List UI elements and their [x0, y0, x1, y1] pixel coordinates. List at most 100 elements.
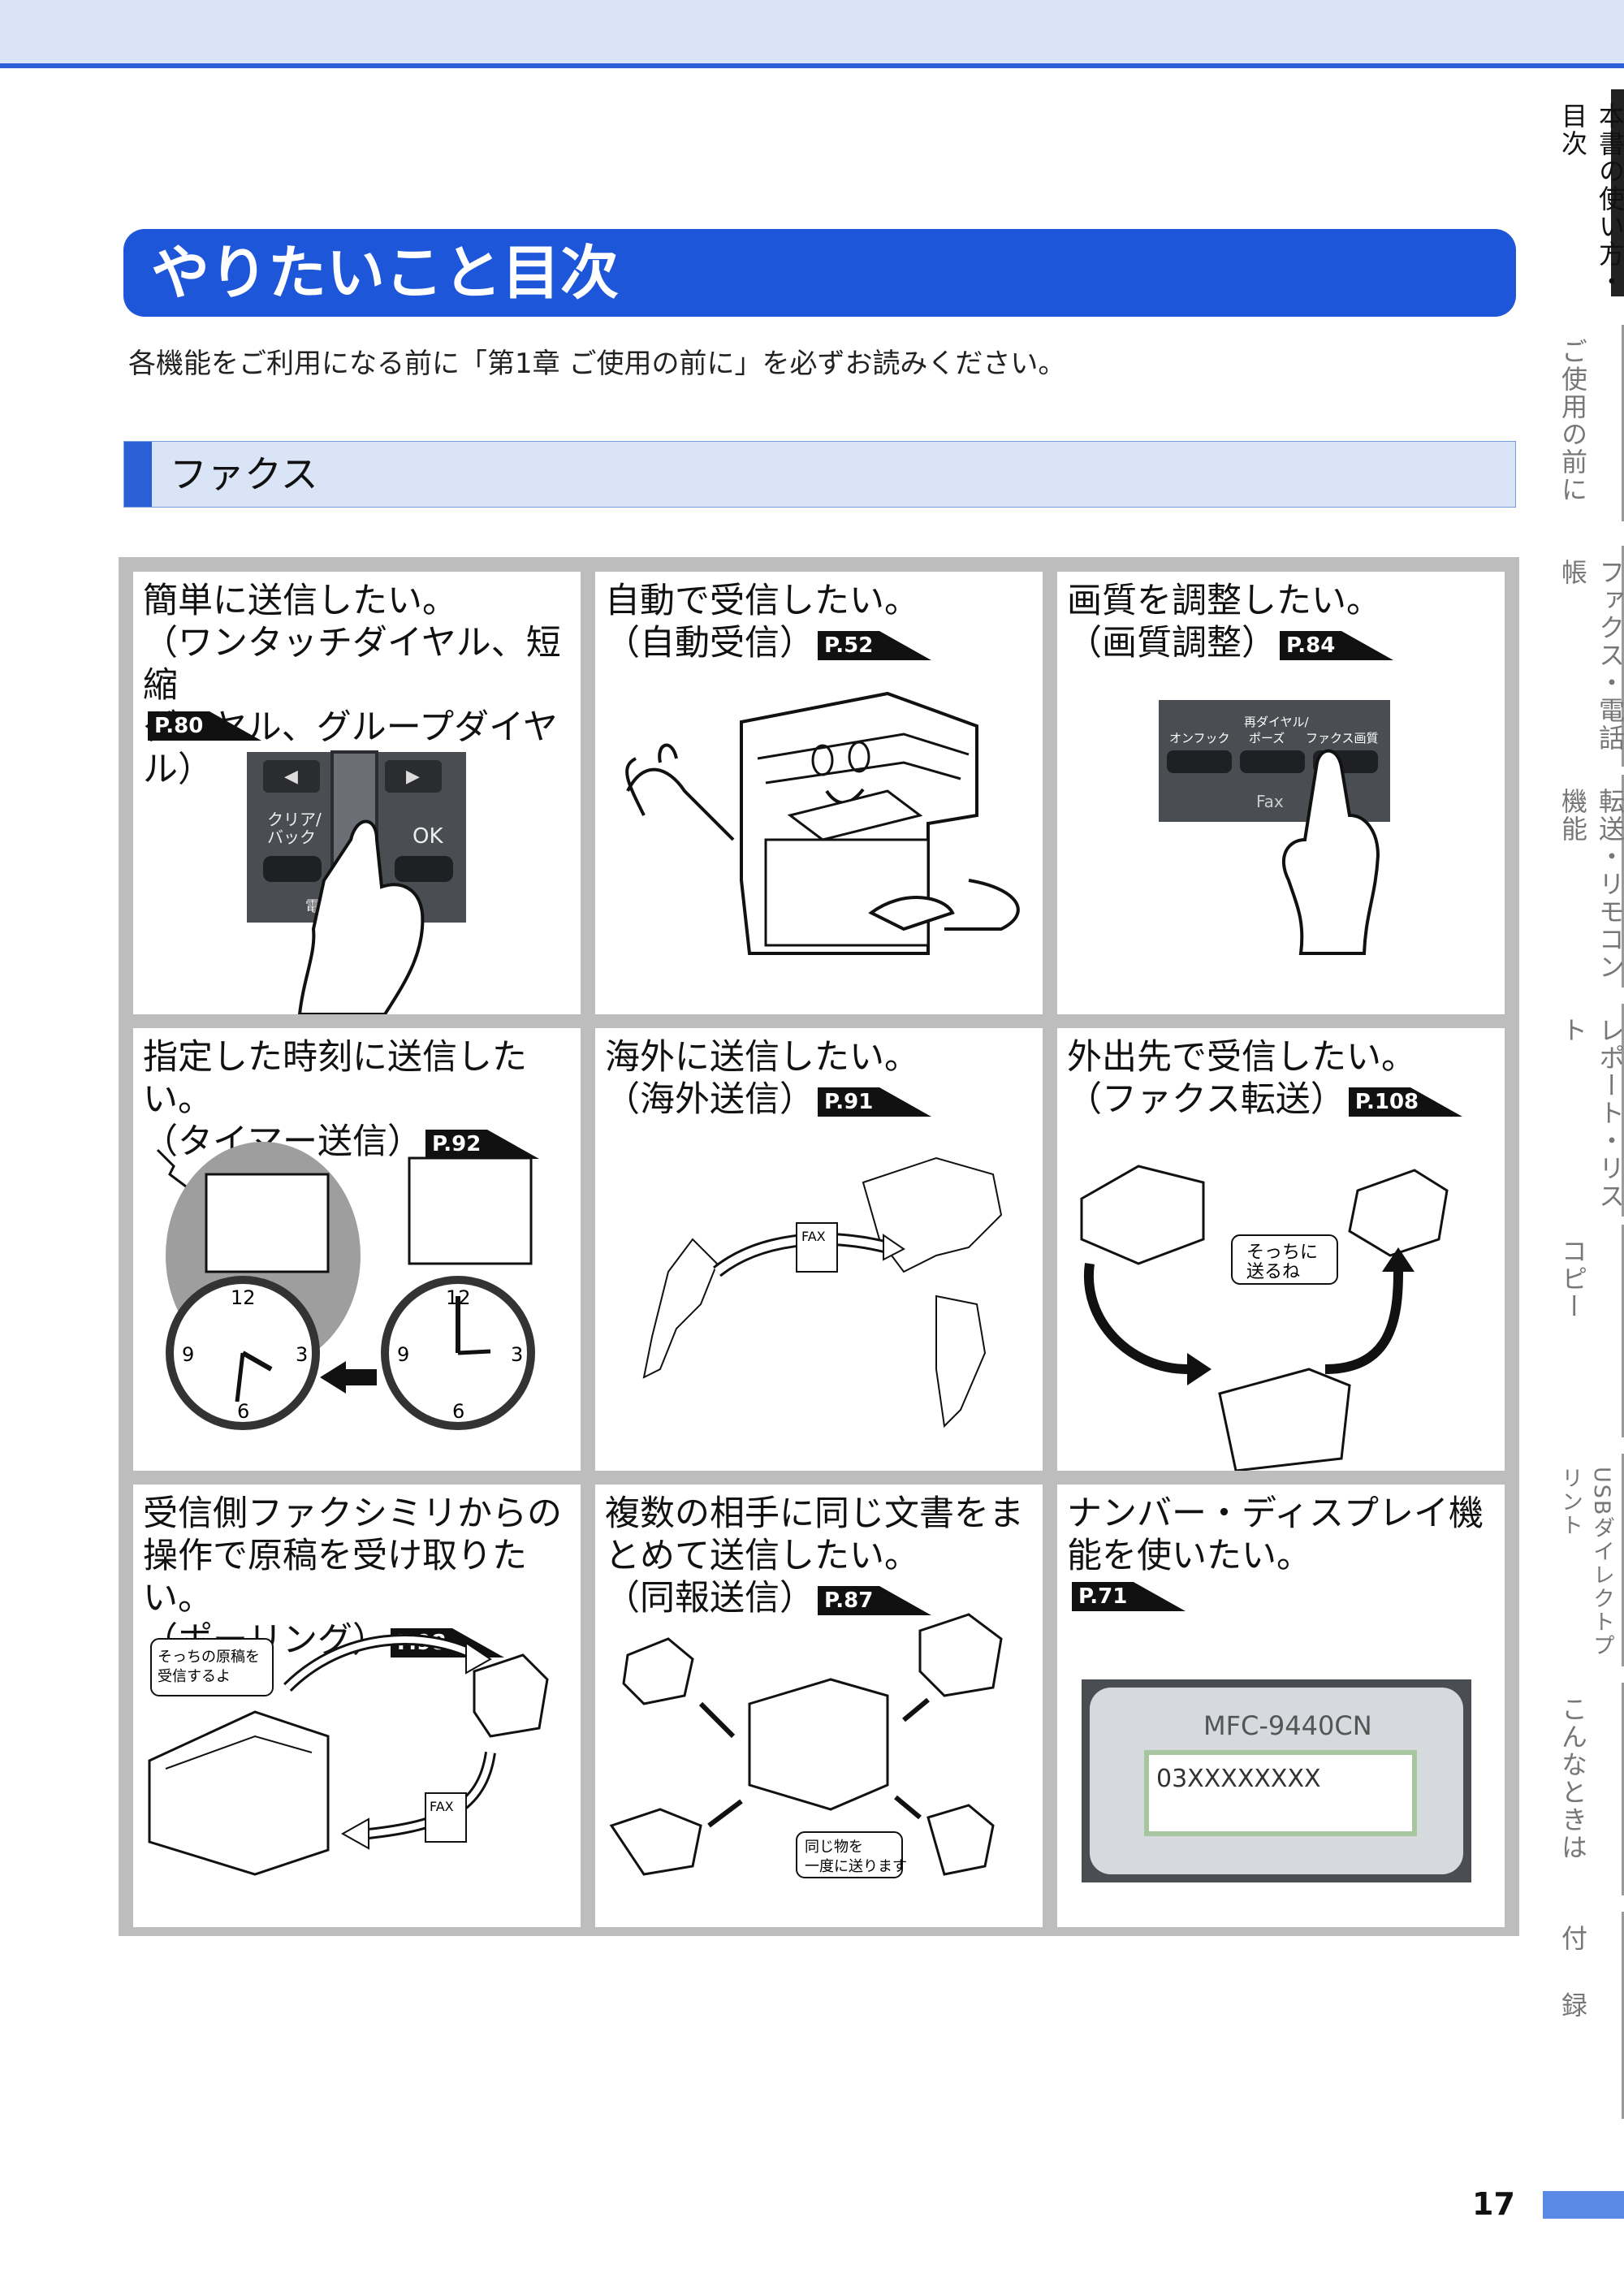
card-heading-line: 簡単に送信したい。	[143, 581, 457, 621]
page-reference-label: P.92	[432, 1131, 482, 1156]
page-number-bar	[1543, 2191, 1624, 2219]
page-title: やりたいこと目次	[123, 229, 1516, 317]
tab-reports-lists[interactable]: レポート・リスト	[1543, 1004, 1624, 1217]
feature-card-image-quality[interactable]: 画質を調整したい。 （画質調整）P.84 再ダイヤル/ オンフック ポーズ ファ…	[1057, 572, 1505, 1014]
clear-back-label-1: クリア/	[267, 810, 322, 829]
card-heading-line: （ファクス転送） P.108	[1067, 1078, 1501, 1121]
lcd-caller-number: 03XXXXXXXX	[1156, 1765, 1321, 1793]
card-heading-line: （画質調整）	[1067, 623, 1276, 663]
section-header: ファクス	[123, 441, 1516, 508]
card-heading-line: 複数の相手に同じ文書をま	[605, 1493, 1024, 1534]
tab-usb-direct-print[interactable]: USBダイレクトプリント	[1543, 1454, 1624, 1666]
page-reference-label: P.84	[1286, 633, 1336, 658]
card-heading-line: 海外に送信したい。	[605, 1037, 919, 1078]
section-title: ファクス	[170, 452, 318, 496]
control-panel-illustration: ◀ ▶ クリア/ バック OK 電話帳	[247, 750, 466, 1014]
page-reference-label: P.87	[824, 1588, 874, 1613]
feature-card-number-display[interactable]: ナンバー・ディスプレイ機 能を使いたい。 P.71 MFC-9440CN 03X…	[1057, 1485, 1505, 1927]
lcd-display-illustration: MFC-9440CN 03XXXXXXXX	[1082, 1679, 1471, 1882]
intro-text: 各機能をご利用になる前に「第1章 ご使用の前に」を必ずお読みください。	[128, 348, 1066, 380]
feature-card-auto-receive[interactable]: 自動で受信したい。 （自動受信） P.52	[595, 572, 1043, 1014]
page-reference-label: P.71	[1078, 1584, 1128, 1609]
mfc-printer-character-illustration	[625, 691, 1020, 955]
feature-card-speed-dial[interactable]: 簡単に送信したい。 （ワンタッチダイヤル、短縮 ダイヤル、グループダイヤル） P…	[133, 572, 581, 1014]
tab-label: USBダイレクトプリント	[1557, 1467, 1614, 1658]
page-reference-link[interactable]: P.52	[818, 630, 931, 660]
clock-numeral: 3	[511, 1343, 523, 1366]
tab-appendix[interactable]: 付 録	[1543, 1912, 1624, 2119]
tab-troubleshooting[interactable]: こんなときは	[1543, 1683, 1624, 1895]
tab-transfer-remote[interactable]: 転送・リモコン機能	[1543, 775, 1624, 988]
speech-bubble-text: 送るね	[1246, 1262, 1300, 1282]
speech-bubble-text: そっちに	[1246, 1243, 1318, 1263]
feature-card-fax-forward[interactable]: 外出先で受信したい。 （ファクス転送） P.108 そっちに 送るね	[1057, 1028, 1505, 1471]
card-heading-line: 自動で受信したい。	[605, 581, 919, 621]
page-reference-link[interactable]: P.84	[1280, 630, 1393, 660]
section-accent	[124, 442, 152, 507]
tab-copy[interactable]: コピー	[1543, 1225, 1624, 1437]
card-heading-line: （同報送信）P.87	[605, 1577, 1039, 1619]
fax-quality-label: ファクス画質	[1306, 731, 1379, 746]
tab-label: 転送・リモコン機能	[1557, 788, 1624, 981]
page-reference-link[interactable]: P.91	[818, 1087, 931, 1117]
card-heading-line: ナンバー・ディスプレイ機	[1067, 1493, 1484, 1534]
page-reference-label: P.52	[824, 633, 874, 658]
clock-numeral: 6	[452, 1400, 464, 1423]
feature-card-polling[interactable]: 受信側ファクシミリからの 操作で原稿を受け取りたい。 （ポーリング）P.98 そ…	[133, 1485, 581, 1927]
page-reference-link[interactable]: P.87	[818, 1585, 931, 1615]
card-heading: 指定した時刻に送信したい。 （タイマー送信）P.92	[143, 1036, 577, 1163]
page-reference-label: P.80	[154, 714, 204, 738]
fax-forward-illustration: そっちに 送るね	[1080, 1165, 1449, 1471]
world-map-illustration: FAX	[642, 1156, 1003, 1428]
page-reference-link[interactable]: P.92	[425, 1129, 539, 1159]
page-reference-link[interactable]: P.80	[148, 711, 261, 741]
card-heading: 自動で受信したい。 （自動受信） P.52	[605, 580, 1039, 664]
broadcast-illustration: 同じ物を 一度に送ります	[609, 1613, 1003, 1878]
tab-label: 本書の使い方・目次	[1557, 102, 1624, 296]
speech-bubble-text: 同じ物を	[805, 1839, 863, 1856]
card-heading-line: ダイヤル、グループダイヤル）	[143, 707, 558, 790]
card-heading-line: （自動受信）	[605, 623, 814, 663]
page-reference-link[interactable]: P.71	[1072, 1582, 1186, 1611]
tab-label: コピー	[1557, 1238, 1588, 1320]
feature-card-broadcast[interactable]: 複数の相手に同じ文書をま とめて送信したい。 （同報送信）P.87 同じ物を 一…	[595, 1485, 1043, 1927]
redial-pause-label: 再ダイヤル/	[1244, 715, 1310, 729]
feature-card-overseas-send[interactable]: 海外に送信したい。 （海外送信）P.91 FAX	[595, 1028, 1043, 1471]
right-arrow-glyph: ▶	[406, 767, 420, 787]
card-heading: 画質を調整したい。 （画質調整） P.84	[1067, 580, 1501, 664]
card-heading-line: 外出先で受信したい。	[1067, 1037, 1416, 1078]
clock-numeral: 12	[231, 1286, 256, 1309]
card-heading-line: （ワンタッチダイヤル、短縮	[143, 623, 561, 706]
tab-before-use[interactable]: ご使用の前に	[1543, 325, 1624, 521]
clock-numeral: 6	[237, 1400, 249, 1423]
card-heading-line: 操作で原稿を受け取りたい。	[143, 1536, 527, 1619]
left-arrow-glyph: ◀	[284, 767, 298, 787]
page-number: 17	[1472, 2186, 1515, 2222]
card-heading: 簡単に送信したい。 （ワンタッチダイヤル、短縮 ダイヤル、グループダイヤル）	[143, 580, 577, 791]
tab-label: ファクス・電話帳	[1557, 559, 1624, 752]
card-heading: ナンバー・ディスプレイ機 能を使いたい。	[1067, 1493, 1501, 1577]
tab-contents[interactable]: 本書の使い方・目次	[1543, 89, 1624, 296]
card-heading-line: 画質を調整したい。	[1067, 581, 1381, 621]
tab-fax-phonebook[interactable]: ファクス・電話帳	[1543, 546, 1624, 767]
fax-document-label: FAX	[430, 1799, 454, 1814]
tab-label: ご使用の前に	[1557, 338, 1588, 504]
page-reference-label: P.91	[824, 1089, 874, 1114]
page-reference-label: P.108	[1354, 1089, 1419, 1114]
card-heading-line: （ファクス転送）	[1067, 1079, 1345, 1120]
top-header-band	[0, 0, 1624, 68]
card-heading: 外出先で受信したい。 （ファクス転送） P.108	[1067, 1036, 1501, 1121]
speech-bubble-text: そっちの原稿を	[158, 1649, 260, 1666]
chapter-index-tabs: 本書の使い方・目次 ご使用の前に ファクス・電話帳 転送・リモコン機能 レポート…	[1543, 89, 1624, 2120]
polling-illustration: そっちの原稿を 受信するよ FAX	[148, 1633, 549, 1876]
timer-clocks-illustration: 12 3 6 9 12 3 6 9	[156, 1142, 535, 1430]
card-heading-line: （画質調整） P.84	[1067, 622, 1501, 664]
card-heading: 海外に送信したい。 （海外送信）P.91	[605, 1036, 1039, 1121]
lcd-model-name: MFC-9440CN	[1203, 1710, 1372, 1741]
page-reference-link[interactable]: P.108	[1348, 1087, 1462, 1117]
pause-label: ポーズ	[1249, 731, 1285, 746]
feature-card-timer-send[interactable]: 指定した時刻に送信したい。 （タイマー送信）P.92 12 3 6 9 12 3…	[133, 1028, 581, 1471]
tab-label: レポート・リスト	[1557, 1017, 1624, 1210]
card-heading-line: （自動受信） P.52	[605, 622, 1039, 664]
fax-document-label: FAX	[801, 1229, 826, 1244]
